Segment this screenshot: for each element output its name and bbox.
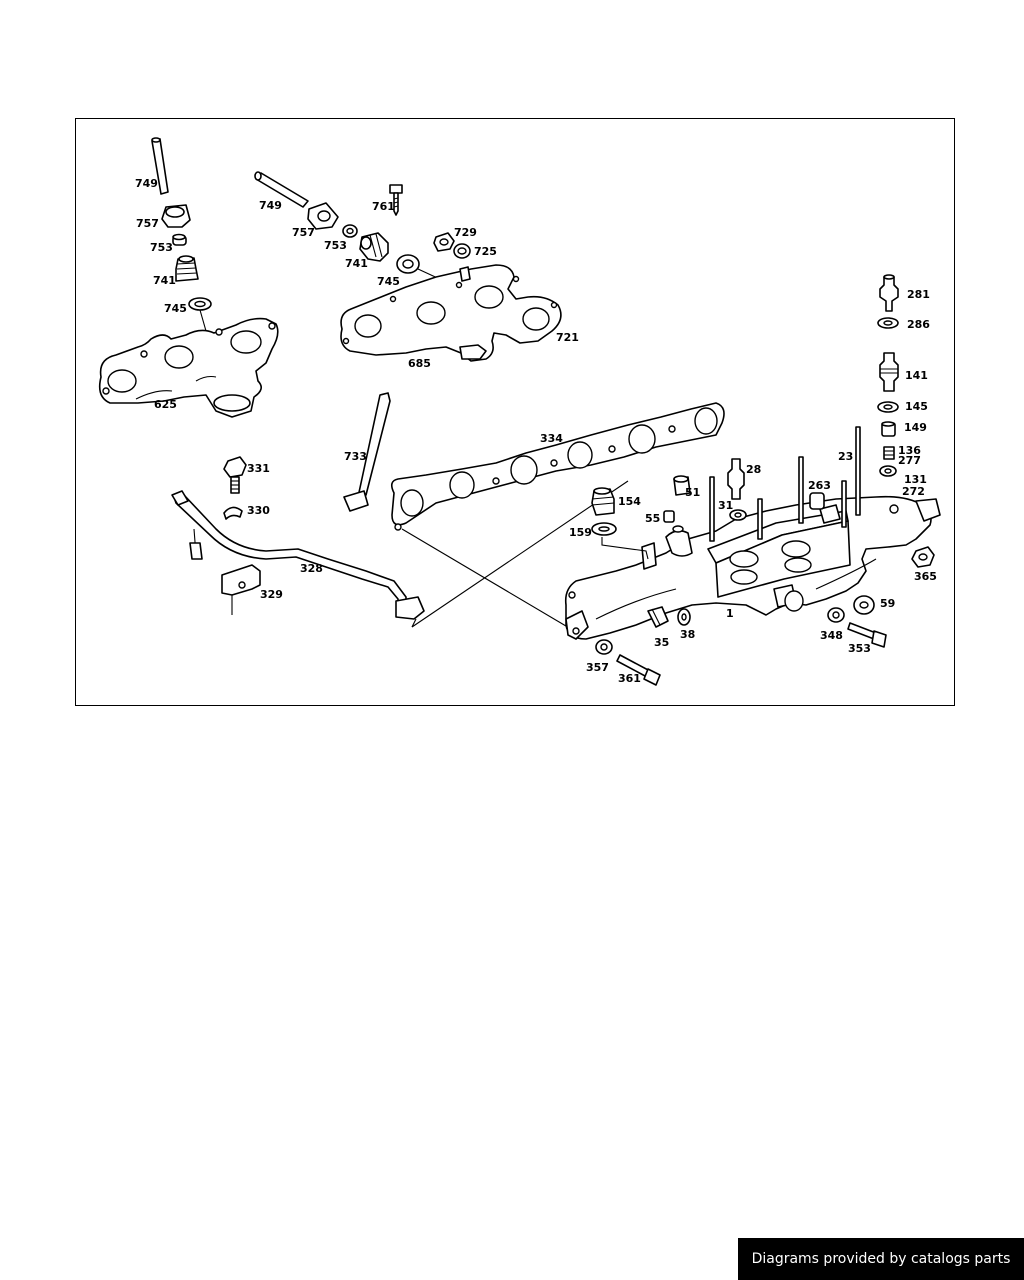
plug-263 xyxy=(809,492,825,510)
nut-729 xyxy=(433,232,455,252)
label-685: 685 xyxy=(408,357,431,370)
label-745-center: 745 xyxy=(377,275,400,288)
fitting-35 xyxy=(647,606,669,628)
label-329: 329 xyxy=(260,588,283,601)
label-55: 55 xyxy=(645,512,660,525)
gasket-745-left xyxy=(188,297,212,311)
washer-286 xyxy=(877,317,899,329)
label-141: 141 xyxy=(905,369,928,382)
diagram-credit-banner: Diagrams provided by catalogs parts xyxy=(738,1238,1024,1280)
label-729: 729 xyxy=(454,226,477,239)
bracket-733 xyxy=(343,392,391,512)
pipe-328 xyxy=(171,490,425,620)
label-353: 353 xyxy=(848,642,871,655)
label-757-center: 757 xyxy=(292,226,315,239)
label-272: 272 xyxy=(902,485,925,498)
diagram-frame: 749 757 753 741 745 625 749 757 753 741 … xyxy=(75,118,955,706)
label-51: 51 xyxy=(685,486,700,499)
manifold-685 xyxy=(340,264,562,362)
left-exhaust-group xyxy=(98,137,279,418)
label-334: 334 xyxy=(540,432,563,445)
label-761: 761 xyxy=(372,200,395,213)
sensor-141 xyxy=(879,352,899,392)
clamp-329 xyxy=(221,564,261,615)
washer-145 xyxy=(877,401,899,413)
label-721: 721 xyxy=(556,331,579,344)
label-131: 131 xyxy=(904,473,927,486)
plug-136 xyxy=(883,446,895,460)
label-753-center: 753 xyxy=(324,239,347,252)
exploded-parts-diagram: 749 757 753 741 745 625 749 757 753 741 … xyxy=(98,137,941,686)
label-625: 625 xyxy=(154,398,177,411)
washer-131 xyxy=(879,465,897,477)
fitting-741-center xyxy=(359,232,389,262)
fitting-741-left xyxy=(175,255,199,282)
label-749-center: 749 xyxy=(259,199,282,212)
fitting-28 xyxy=(727,458,745,500)
label-154: 154 xyxy=(618,495,641,508)
manifold-625 xyxy=(98,317,279,418)
washer-348 xyxy=(827,607,845,623)
nut-757-center xyxy=(307,202,339,230)
label-749-left: 749 xyxy=(135,177,158,190)
fitting-154 xyxy=(591,487,615,516)
label-1: 1 xyxy=(726,607,734,620)
washer-357 xyxy=(595,639,613,655)
washer-725 xyxy=(453,243,471,259)
label-348: 348 xyxy=(820,629,843,642)
label-365: 365 xyxy=(914,570,937,583)
label-357: 357 xyxy=(586,661,609,674)
cap-149 xyxy=(881,421,896,437)
bolt-761 xyxy=(389,184,403,216)
label-136: 136 xyxy=(898,444,921,457)
pipe-749-center xyxy=(254,171,309,208)
washer-330 xyxy=(223,506,243,520)
label-35: 35 xyxy=(654,636,669,649)
label-733: 733 xyxy=(344,450,367,463)
label-23: 23 xyxy=(838,450,853,463)
washer-38 xyxy=(677,608,691,626)
label-38: 38 xyxy=(680,628,695,641)
label-361: 361 xyxy=(618,672,641,685)
gasket-334 xyxy=(390,402,725,531)
ring-753-left xyxy=(172,233,187,246)
washer-159 xyxy=(591,522,617,536)
cap-55 xyxy=(663,510,675,523)
washer-31 xyxy=(729,509,747,521)
label-757-left: 757 xyxy=(136,217,159,230)
label-149: 149 xyxy=(904,421,927,434)
label-753-left: 753 xyxy=(150,241,173,254)
nut-757-left xyxy=(161,204,191,228)
gasket-745-center xyxy=(396,254,420,274)
label-263: 263 xyxy=(808,479,831,492)
label-277: 277 xyxy=(898,454,921,467)
label-28: 28 xyxy=(746,463,761,476)
intake-manifold-1 xyxy=(564,495,941,640)
label-159: 159 xyxy=(569,526,592,539)
part-labels: 749 757 753 741 745 625 749 757 753 741 … xyxy=(135,177,937,685)
bolt-353 xyxy=(847,622,887,648)
cap-51 xyxy=(673,475,691,496)
pipe-749-left xyxy=(151,137,169,195)
label-725: 725 xyxy=(474,245,497,258)
label-286: 286 xyxy=(907,318,930,331)
label-328: 328 xyxy=(300,562,323,575)
bolt-331 xyxy=(223,456,247,494)
label-330: 330 xyxy=(247,504,270,517)
label-745-left: 745 xyxy=(164,302,187,315)
label-741-left: 741 xyxy=(153,274,176,287)
bolt-361 xyxy=(616,654,661,686)
center-exhaust-group xyxy=(254,171,562,362)
fitting-281 xyxy=(879,274,899,312)
label-145: 145 xyxy=(905,400,928,413)
ring-753-center xyxy=(342,224,358,238)
studs xyxy=(709,426,861,542)
plug-59 xyxy=(853,595,875,615)
label-59: 59 xyxy=(880,597,895,610)
label-281: 281 xyxy=(907,288,930,301)
label-741-center: 741 xyxy=(345,257,368,270)
nut-365 xyxy=(911,546,935,568)
label-331: 331 xyxy=(247,462,270,475)
label-31: 31 xyxy=(718,499,733,512)
